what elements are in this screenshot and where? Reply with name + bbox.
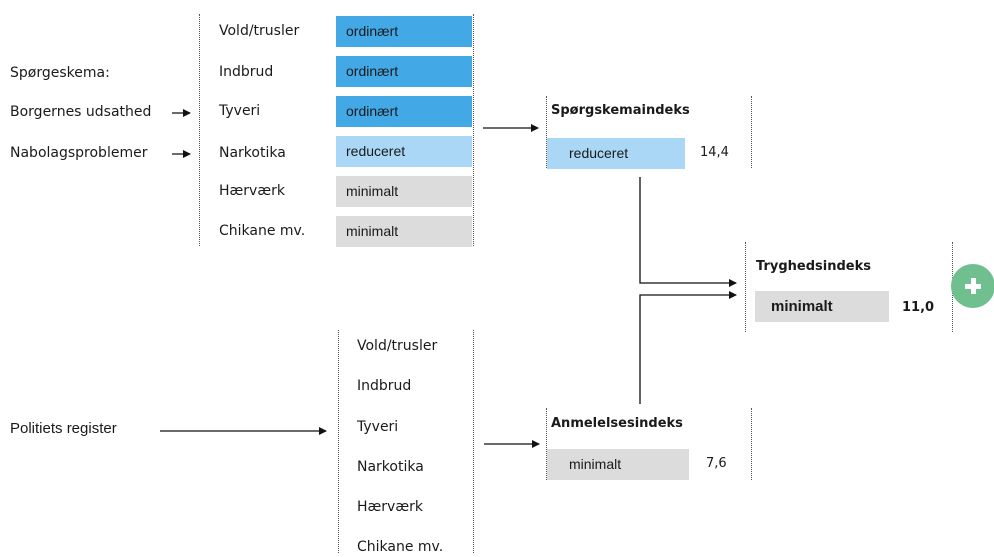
safety-index-title: Tryghedsindeks [756, 259, 871, 274]
rating-ordinary: ordinært [336, 96, 472, 127]
survey-index-right-border [751, 96, 752, 168]
arrow-report-index-to-safety [639, 291, 737, 404]
report-index-title: Anmelelsesindeks [551, 416, 683, 431]
register-category-label: Indbrud [357, 378, 412, 394]
register-category-label: Narkotika [357, 459, 424, 475]
register-category-label: Vold/trusler [357, 338, 438, 354]
register-block-left-border [338, 330, 339, 553]
report-index-rating: minimalt [547, 449, 689, 480]
survey-category-label: Vold/trusler [219, 23, 300, 39]
survey-block-right-border [473, 14, 474, 246]
survey-index-title: Spørgskemaindeks [551, 103, 690, 118]
neighborhood-label: Nabolagsproblemer [10, 145, 148, 161]
rating-minimal: minimalt [336, 176, 472, 207]
survey-category-label: Chikane mv. [219, 223, 306, 239]
register-category-label: Chikane mv. [357, 539, 444, 555]
survey-category-label: Tyveri [219, 103, 261, 119]
questionnaire-label: Spørgeskema: [10, 65, 110, 81]
report-index-left-border [546, 408, 547, 480]
survey-block-left-border [199, 14, 200, 246]
survey-index-rating: reduceret [547, 138, 685, 169]
rating-minimal: minimalt [336, 216, 472, 247]
register-category-label: Tyveri [357, 419, 399, 435]
arrow-survey-index-to-safety [639, 177, 737, 287]
exposure-label: Borgernes udsathed [10, 104, 152, 120]
register-category-label: Hærværk [357, 499, 423, 515]
safety-index-left-border [745, 242, 746, 332]
survey-category-label: Narkotika [219, 145, 286, 161]
safety-index-rating: minimalt [755, 291, 889, 322]
survey-index-left-border [546, 96, 547, 168]
survey-index-value: 14,4 [700, 145, 729, 160]
rating-reduced: reduceret [336, 136, 472, 167]
survey-category-label: Indbrud [219, 64, 274, 80]
rating-ordinary: ordinært [336, 56, 472, 87]
safety-index-value: 11,0 [902, 300, 935, 315]
police-register-label: Politiets register [10, 420, 117, 437]
survey-category-label: Hærværk [219, 183, 285, 199]
rating-ordinary: ordinært [336, 16, 472, 47]
plus-circle-icon[interactable] [951, 264, 994, 308]
report-index-right-border [751, 408, 752, 480]
register-block-right-border [473, 330, 474, 553]
report-index-value: 7,6 [706, 456, 727, 471]
